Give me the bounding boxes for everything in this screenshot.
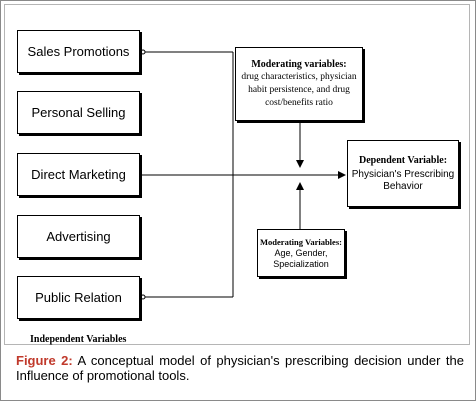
advertising-label: Advertising <box>46 229 111 244</box>
sales-promotions-box: Sales Promotions <box>17 30 140 73</box>
moderating-top-line-1: drug characteristics, physician <box>241 72 357 82</box>
dependent-variable-box: Dependent Variable: Physician's Prescrib… <box>347 140 459 207</box>
independent-variables-label: Independent Variables <box>30 334 127 345</box>
moderating-top-line-2: habit persistence, and drug <box>248 85 350 95</box>
advertising-box: Advertising <box>17 215 140 258</box>
moderating-bottom-line-2: Specialization <box>273 258 329 269</box>
dependent-line-1: Physician's Prescribing <box>351 168 455 180</box>
dependent-line-2: Behavior <box>383 180 423 192</box>
public-relation-label: Public Relation <box>35 290 122 305</box>
moderating-variables-top-box: Moderating variables: drug characteristi… <box>235 47 363 121</box>
personal-selling-label: Personal Selling <box>31 105 126 120</box>
personal-selling-box: Personal Selling <box>17 91 140 134</box>
sales-promotions-label: Sales Promotions <box>27 44 130 59</box>
moderating-variables-bottom-box: Moderating Variables: Age, Gender, Speci… <box>257 229 345 277</box>
public-relation-box: Public Relation <box>17 276 140 319</box>
moderating-bottom-line-1: Age, Gender, <box>274 247 328 258</box>
moderating-bottom-title: Moderating Variables: <box>260 236 342 247</box>
diagram-area <box>4 4 470 345</box>
direct-marketing-label: Direct Marketing <box>31 167 126 182</box>
caption-label: Figure 2: <box>16 353 73 368</box>
figure-caption: Figure 2: A conceptual model of physicia… <box>16 353 464 383</box>
moderating-top-line-3: cost/benefits ratio <box>265 98 333 108</box>
direct-marketing-box: Direct Marketing <box>17 153 140 196</box>
public-relation-connector-end <box>140 294 146 300</box>
dependent-title: Dependent Variable: <box>358 154 448 166</box>
sales-connector-end <box>140 49 146 55</box>
moderating-top-title: Moderating variables: <box>251 59 347 70</box>
caption-text: A conceptual model of physician's prescr… <box>16 353 464 383</box>
